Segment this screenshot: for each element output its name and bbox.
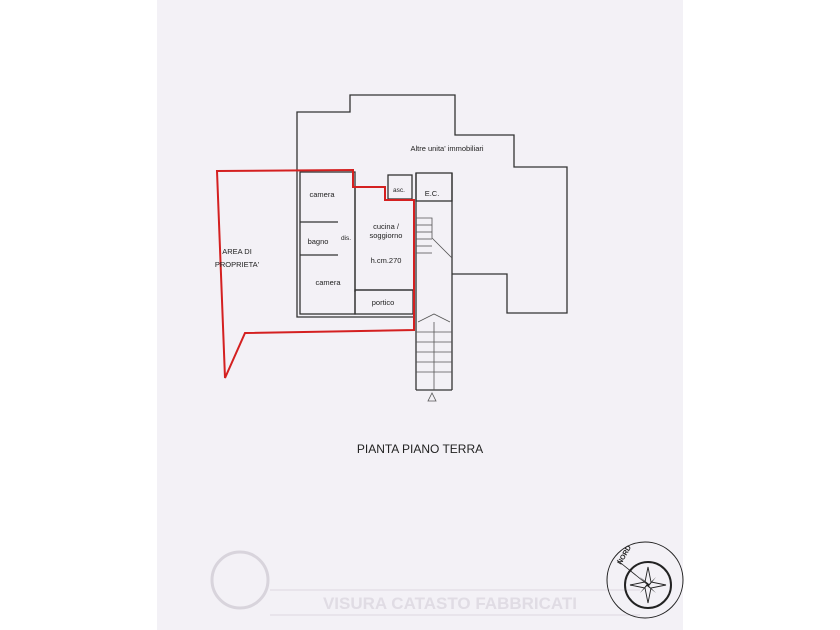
room-dis: dis. [341,235,351,242]
north-compass-icon: NORD [606,541,684,619]
entrance-arrow-icon [427,392,437,402]
room-cucina: cucina / [373,222,400,231]
room-height: h.cm.270 [371,256,402,265]
property-boundary [215,168,415,379]
room-ec: E.C. [425,189,440,198]
room-camera-bottom: camera [315,278,341,287]
compass-label: NORD [617,545,633,566]
scanned-sheet [157,0,683,630]
other-units-label: Altre unita' immobiliari [410,144,483,153]
room-soggiorno: soggiorno [370,231,403,240]
staircase [415,173,453,402]
room-camera-top: camera [309,190,335,199]
plan-title: PIANTA PIANO TERRA [357,442,483,456]
building-outline [296,94,568,318]
room-asc: asc. [393,187,405,194]
watermark-seal [210,550,270,610]
watermark-text: VISURA CATASTO FABBRICATI [323,594,577,613]
property-area-label-1: AREA DI [222,247,252,256]
room-bagno: bagno [308,237,329,246]
room-portico: portico [372,298,395,307]
property-area-label-2: PROPRIETA' [215,260,260,269]
